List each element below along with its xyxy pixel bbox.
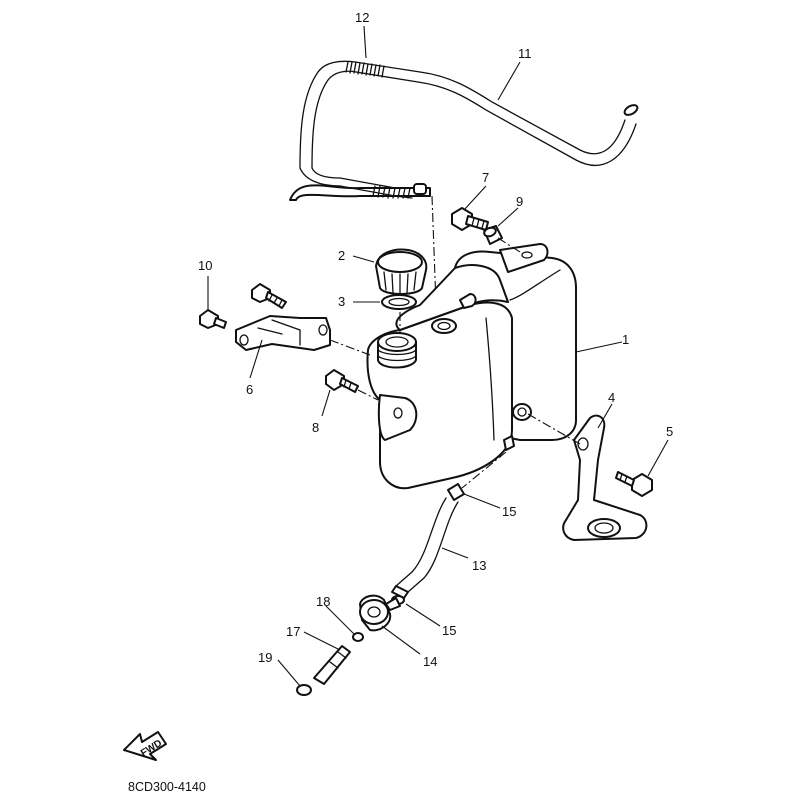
callout-5: 5 (666, 424, 673, 439)
bolt-10-upper (251, 283, 287, 309)
filler-cap (375, 248, 428, 295)
callout-15-lower: 15 (442, 623, 456, 638)
diagram-code: 8CD300-4140 (128, 780, 206, 794)
bolt-10-lower (199, 309, 227, 329)
forward-arrow-icon: FWD (123, 731, 167, 761)
callout-19: 19 (258, 650, 272, 665)
collar-9 (483, 225, 503, 245)
callout-2: 2 (338, 248, 345, 263)
callout-7: 7 (482, 170, 489, 185)
bracket-6 (235, 315, 331, 351)
bolt-8 (325, 369, 359, 393)
clamp-15-upper (447, 483, 465, 501)
callout-4: 4 (608, 390, 615, 405)
callout-6: 6 (246, 382, 253, 397)
callout-12: 12 (355, 10, 369, 25)
pipe-17 (313, 645, 351, 685)
cap-gasket (381, 294, 417, 310)
callout-13: 13 (472, 558, 486, 573)
overflow-hose-13 (391, 497, 459, 599)
callout-1: 1 (622, 332, 629, 347)
callout-14: 14 (423, 654, 437, 669)
callout-11: 11 (518, 46, 532, 61)
callout-15-upper: 15 (502, 504, 516, 519)
reservoir-tank (366, 243, 577, 490)
callout-3: 3 (338, 294, 345, 309)
callout-9: 9 (516, 194, 523, 209)
bracket-4 (562, 414, 648, 541)
hose-spring-upper (345, 61, 385, 78)
callout-18: 18 (316, 594, 330, 609)
clamp-19 (296, 684, 312, 696)
bolt-5 (615, 471, 653, 497)
callout-10: 10 (198, 258, 212, 273)
callout-8: 8 (312, 420, 319, 435)
breather-hose (289, 60, 639, 201)
callout-17: 17 (286, 624, 300, 639)
valve-14 (359, 594, 401, 632)
hose-spring-lower (339, 177, 427, 199)
bolt-7 (451, 207, 489, 231)
callout-labels: 1 2 3 4 5 6 7 8 9 10 11 12 13 14 15 15 1… (198, 10, 673, 669)
o-ring-18 (352, 632, 364, 642)
leader-lines (207, 25, 669, 687)
